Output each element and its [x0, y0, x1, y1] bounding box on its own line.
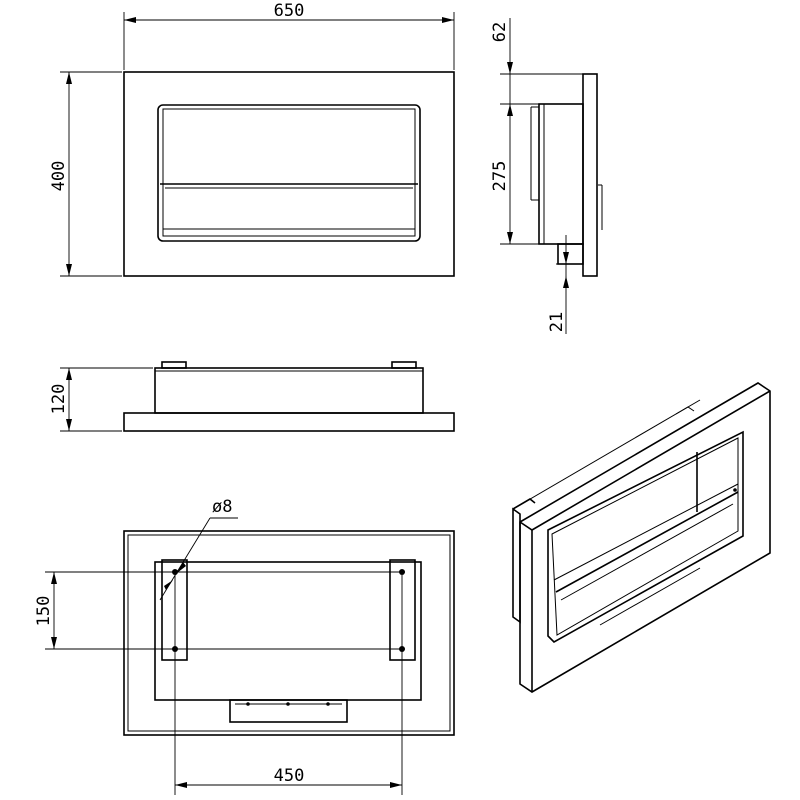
isometric-view: [512, 382, 771, 693]
top-bracket-right: [391, 361, 417, 369]
dim-side-bottom-offset: 21: [547, 235, 583, 334]
rear-outer-frame: [123, 530, 455, 736]
front-height-label: 400: [49, 161, 69, 192]
top-fire-box: [154, 367, 424, 414]
rear-bottom-tab: [229, 699, 348, 723]
dim-side-top-offset: 62: [490, 18, 583, 116]
front-view: [123, 71, 455, 277]
iso-front-plate: [519, 382, 771, 693]
front-opening: [157, 104, 421, 242]
dim-hole-horizontal: 450: [174, 575, 403, 795]
front-opening-inner: [162, 108, 416, 237]
front-width-label: 650: [274, 1, 305, 21]
dim-side-box-height: 275: [490, 104, 556, 245]
iso-box-side: [512, 507, 521, 624]
side-view: [530, 73, 603, 277]
iso-opening: [547, 430, 744, 643]
hole-horizontal-label: 450: [274, 766, 305, 786]
dim-hole-vertical: 150: [34, 571, 405, 650]
dim-hole-diameter: ø8: [159, 497, 238, 601]
top-bracket-left: [161, 361, 187, 369]
hole-diameter-label: ø8: [212, 497, 232, 517]
hole-vertical-label: 150: [34, 596, 54, 627]
rear-frame-inner: [127, 534, 451, 732]
side-bottom-offset-label: 21: [547, 312, 567, 332]
rear-fire-box: [154, 561, 422, 701]
rear-bracket-left: [161, 559, 188, 661]
side-box-height-label: 275: [490, 161, 510, 192]
rear-view: [123, 530, 455, 736]
top-view: [123, 361, 455, 432]
top-front-plate: [123, 412, 455, 432]
top-depth-label: 120: [49, 384, 69, 415]
side-bottom-tab: [557, 243, 584, 265]
side-front-plate: [582, 73, 598, 277]
side-fire-box: [538, 103, 584, 245]
dim-front-height: 400: [49, 71, 122, 277]
front-outer-frame: [123, 71, 455, 277]
dim-top-depth: 120: [49, 367, 153, 432]
dim-front-width: 650: [123, 1, 455, 70]
side-top-offset-label: 62: [490, 22, 510, 42]
rear-bracket-right: [389, 559, 416, 661]
